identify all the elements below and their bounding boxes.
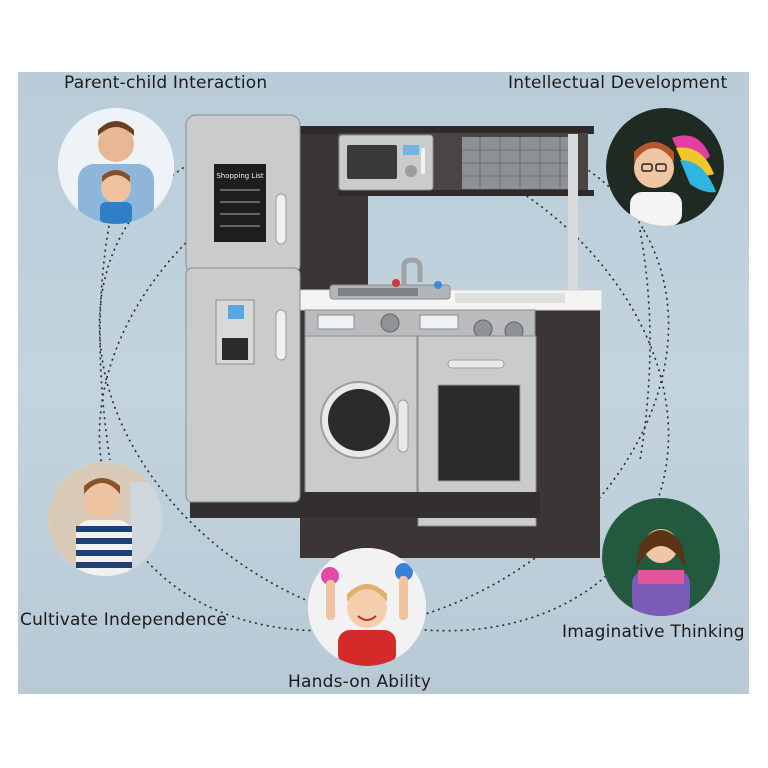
photo-hands-on xyxy=(308,548,426,666)
backsplash-tiles xyxy=(462,137,574,189)
faucet xyxy=(401,257,423,285)
washing-machine xyxy=(304,335,418,512)
microwave xyxy=(338,134,434,191)
label-imaginative-thinking: Imaginative Thinking xyxy=(562,622,745,642)
chalkboard-title: Shopping List xyxy=(216,172,264,180)
chalkboard xyxy=(214,164,266,242)
label-parent-child-interaction: Parent-child Interaction xyxy=(64,73,268,93)
photo-imaginative xyxy=(602,498,720,616)
label-intellectual-development: Intellectual Development xyxy=(508,73,728,93)
label-cultivate-independence: Cultivate Independence xyxy=(20,610,228,630)
photo-parent-child xyxy=(58,108,174,224)
support-pole xyxy=(568,134,578,302)
refrigerator: Shopping List xyxy=(185,114,301,503)
photo-intellectual xyxy=(606,108,724,226)
label-hands-on-ability: Hands-on Ability xyxy=(288,672,432,692)
top-shelf xyxy=(298,126,594,134)
photo-independence xyxy=(48,462,162,576)
